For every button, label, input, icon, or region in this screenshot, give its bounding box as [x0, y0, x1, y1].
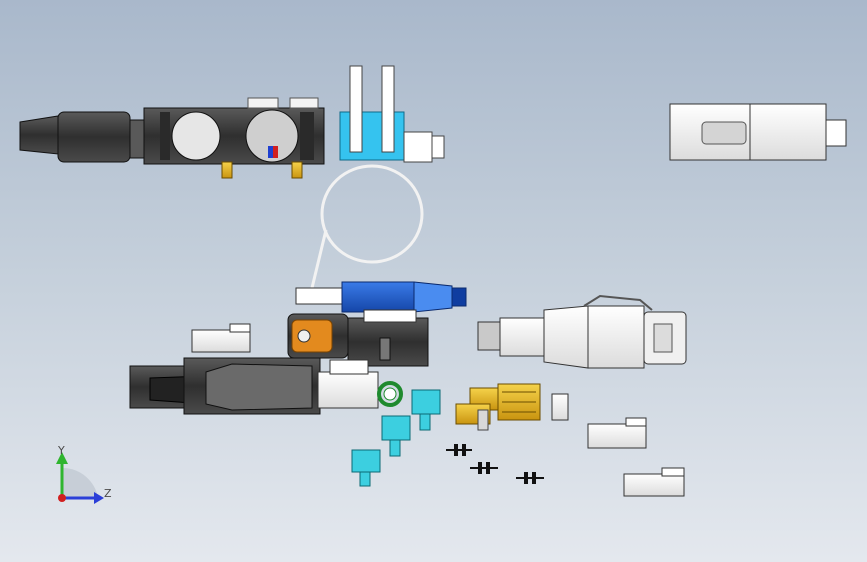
y-axis-label: Y [57, 444, 65, 457]
white-block-lower-2[interactable] [623, 467, 685, 497]
lower-dark-boot[interactable] [129, 357, 379, 415]
xyz-axis-triad-icon: Y Z [56, 444, 112, 504]
top-right-white-housing[interactable] [669, 103, 847, 161]
white-block-lower-1[interactable] [587, 417, 647, 449]
blue-connector[interactable] [295, 281, 467, 313]
black-pin-1[interactable] [446, 444, 472, 456]
cyan-part-2[interactable] [381, 415, 411, 457]
top-cyan-latch[interactable] [339, 65, 445, 163]
top-dark-boot-assembly[interactable] [19, 97, 325, 179]
green-ring[interactable] [377, 381, 403, 407]
middle-dark-body[interactable] [287, 309, 429, 367]
z-axis-label: Z [104, 487, 112, 500]
cyan-part-1[interactable] [411, 389, 441, 431]
fiber-loop [310, 164, 424, 289]
black-pin-3[interactable] [516, 472, 544, 484]
small-white-pin[interactable] [551, 393, 569, 421]
gold-contact-assembly[interactable] [455, 383, 541, 431]
small-white-block[interactable] [191, 323, 251, 353]
cyan-part-3[interactable] [351, 449, 381, 487]
black-pin-2[interactable] [470, 462, 498, 474]
right-white-plug-body[interactable] [477, 294, 687, 369]
